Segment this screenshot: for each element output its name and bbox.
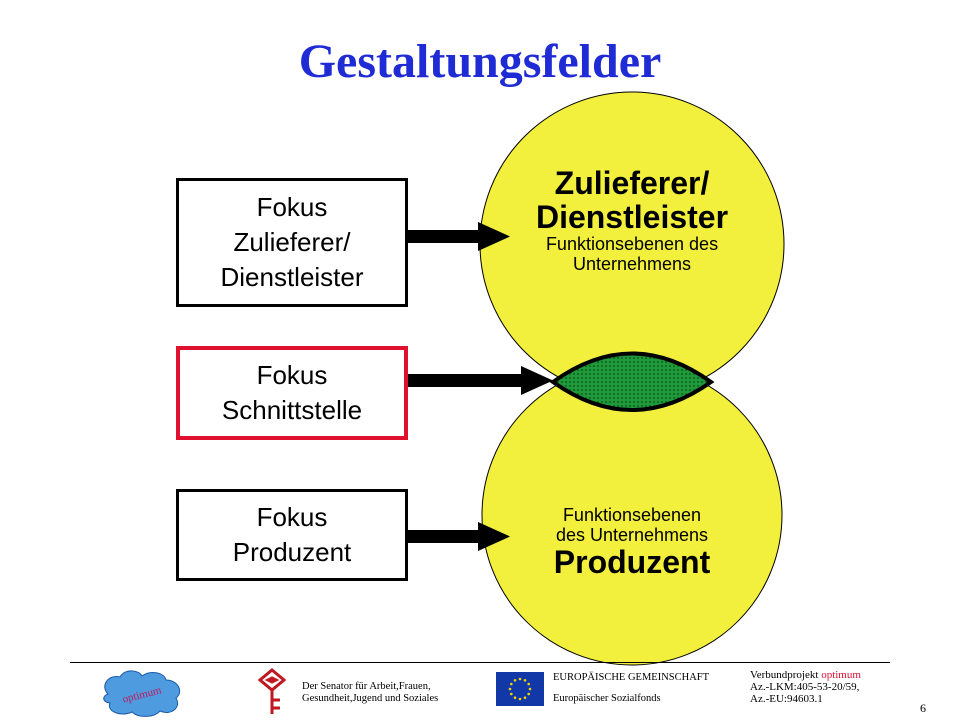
senator-text: Der Senator für Arbeit,Frauen, Gesundhei… (302, 681, 438, 705)
focus-box-schnittstelle: Fokus Schnittstelle (176, 346, 408, 440)
top-circle-sub-1: Funktionsebenen des (545, 234, 719, 254)
eu-line-1: EUROPÄISCHE GEMEINSCHAFT (553, 672, 710, 683)
optimum-logo: optimum (103, 670, 181, 717)
overlap-lens (549, 351, 715, 412)
bottom-circle-sub-2: des Unternehmens (555, 525, 709, 545)
arrow-produzent (408, 522, 510, 551)
senator-line-2: Gesundheit,Jugend und Soziales (302, 693, 439, 704)
project-prefix: Verbundprojekt (750, 669, 822, 681)
bremen-key-icon (257, 668, 287, 714)
az-line-1: Az.-LKM:405-53-20/59, (750, 681, 860, 693)
top-circle-title-2: Dienstleister (535, 199, 729, 235)
focus-box-schnittstelle-line2: Schnittstelle (221, 395, 363, 425)
focus-box-zulieferer: Fokus Zulieferer/ Dienstleister (176, 178, 408, 307)
bottom-circle-text: Funktionsebenen des Unternehmens Produze… (482, 505, 782, 579)
project-title: Verbundprojekt optimum (750, 669, 861, 681)
eu-line-2: Europäischer Sozialfonds (553, 693, 661, 704)
project-info: Verbundprojekt optimum Az.-LKM:405-53-20… (750, 669, 861, 705)
arrow-zulieferer (408, 222, 510, 251)
focus-box-zulieferer-line1: Fokus (256, 192, 328, 222)
az-line-2: Az.-EU:94603.1 (750, 693, 823, 705)
top-circle-sub-2: Unternehmens (572, 254, 692, 274)
bottom-circle-sub-1: Funktionsebenen (562, 505, 702, 525)
focus-box-zulieferer-line3: Dienstleister (220, 262, 364, 292)
top-circle-title-1: Zulieferer/ (554, 165, 710, 201)
focus-box-produzent: Fokus Produzent (176, 489, 408, 581)
arrow-schnittstelle (408, 366, 553, 395)
focus-box-zulieferer-line2: Zulieferer/ (233, 227, 351, 257)
eu-text: EUROPÄISCHE GEMEINSCHAFT Europäischer So… (553, 672, 709, 705)
project-name: optimum (821, 669, 861, 681)
bottom-circle-title: Produzent (553, 544, 711, 580)
focus-box-produzent-line2: Produzent (232, 537, 352, 567)
page-number: 6 (920, 701, 926, 715)
senator-line-1: Der Senator für Arbeit,Frauen, (302, 681, 431, 692)
top-circle-text: Zulieferer/ Dienstleister Funktionsebene… (482, 166, 782, 274)
slide-title: Gestaltungsfelder (298, 35, 662, 88)
focus-box-schnittstelle-line1: Fokus (256, 360, 328, 390)
focus-box-produzent-line1: Fokus (256, 502, 328, 532)
footer-divider (70, 662, 890, 663)
eu-flag-icon (496, 672, 544, 706)
